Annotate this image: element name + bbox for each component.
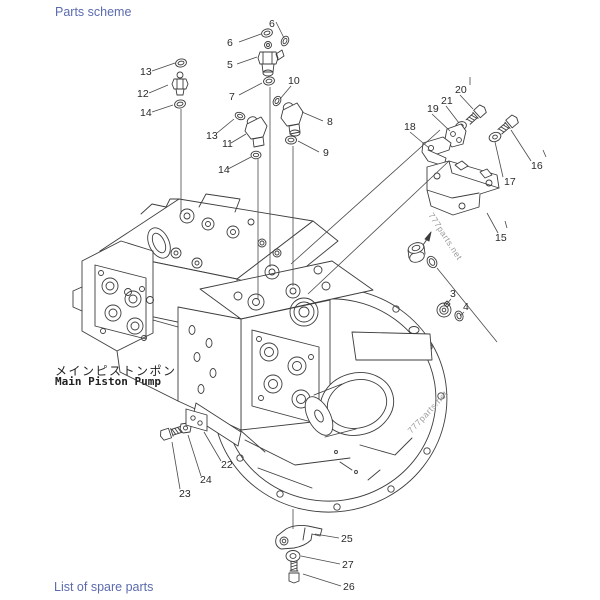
part-label-13[interactable]: 13	[140, 66, 152, 78]
leader-line	[276, 22, 284, 38]
leader-line	[231, 134, 246, 143]
bolt-icon	[289, 561, 299, 583]
leader-line	[505, 221, 507, 228]
part-label-17[interactable]: 17	[504, 176, 516, 188]
part-label-13[interactable]: 13	[206, 130, 218, 142]
part-label-25[interactable]: 25	[341, 533, 353, 545]
leader-line	[152, 63, 175, 71]
part-label-4[interactable]: 4	[463, 301, 469, 313]
leader-line	[291, 130, 440, 264]
leader-line	[217, 119, 234, 133]
leader-line	[239, 34, 261, 42]
part-label-9[interactable]: 9	[323, 147, 329, 159]
leader-line	[228, 157, 251, 169]
leader-line	[302, 112, 323, 121]
part-label-26[interactable]: 26	[343, 581, 355, 593]
part-label-3[interactable]: 3	[450, 288, 456, 300]
leader-line	[487, 213, 498, 233]
leader-line	[204, 432, 221, 461]
leader-line	[149, 85, 168, 93]
part-label-15[interactable]: 15	[495, 232, 507, 244]
top-face-ports	[125, 209, 282, 304]
bolt-icon	[465, 104, 488, 126]
pump-title-japanese: メインピストンポンプ	[55, 364, 190, 378]
leader-line	[239, 83, 262, 95]
hex-plug-icon	[437, 301, 451, 317]
elbow-fitting-icon	[281, 101, 303, 136]
leader-line	[410, 132, 429, 148]
pump-body-drawing	[73, 194, 373, 446]
part-label-5[interactable]: 5	[227, 59, 233, 71]
part-label-14[interactable]: 14	[140, 107, 152, 119]
part-label-14[interactable]: 14	[218, 164, 230, 176]
part-label-27[interactable]: 27	[342, 559, 354, 571]
leader-line	[460, 95, 473, 109]
leader-line	[460, 312, 464, 316]
leader-line	[315, 534, 339, 538]
part-label-11[interactable]: 11	[222, 138, 233, 150]
loose-parts	[159, 28, 520, 583]
part-label-23[interactable]: 23	[179, 488, 191, 500]
part-label-24[interactable]: 24	[200, 474, 212, 486]
leader-line	[495, 142, 503, 177]
part-label-22[interactable]: 22	[221, 459, 233, 471]
shaft-drawing	[299, 364, 400, 443]
leader-line	[543, 150, 546, 157]
o-ring-icon	[174, 28, 465, 322]
flange-internals	[240, 327, 432, 489]
leader-line	[172, 442, 180, 489]
elbow-fitting-icon	[245, 115, 267, 147]
leader-lines	[149, 22, 546, 586]
part-label-6[interactable]: 6	[227, 37, 233, 49]
part-label-12[interactable]: 12	[137, 88, 149, 100]
washer-icon	[286, 551, 300, 562]
valve-fitting-icon	[172, 72, 188, 95]
leader-line	[437, 268, 497, 342]
part-label-8[interactable]: 8	[327, 116, 333, 128]
part-label-7[interactable]: 7	[229, 91, 235, 103]
leader-line	[152, 105, 173, 112]
part-label-21[interactable]: 21	[441, 95, 453, 107]
part-label-10[interactable]: 10	[288, 75, 300, 87]
bracket-icon	[427, 161, 499, 215]
hex-plug-icon	[407, 232, 431, 264]
part-label-6[interactable]: 6	[269, 18, 275, 30]
lever-bracket-icon	[276, 525, 322, 549]
bolt-icon	[497, 114, 520, 136]
spare-parts-link[interactable]: List of spare parts	[54, 580, 154, 594]
part-label-19[interactable]: 19	[427, 103, 439, 115]
leader-line	[511, 130, 531, 161]
bolt-icon	[159, 425, 183, 441]
leader-line	[298, 141, 319, 152]
leader-line	[446, 299, 451, 305]
pump-title-english: Main Piston Pump	[55, 375, 161, 388]
leader-line	[280, 86, 291, 99]
parts-scheme-link[interactable]: Parts scheme	[55, 5, 132, 19]
part-label-18[interactable]: 18	[404, 121, 416, 133]
part-label-20[interactable]: 20	[455, 84, 467, 96]
leader-line	[303, 574, 341, 586]
leader-line	[237, 57, 257, 64]
valve-fitting-icon	[258, 42, 284, 77]
leader-line	[446, 106, 459, 123]
leader-line	[432, 114, 450, 131]
leader-line	[308, 161, 449, 294]
leader-line	[301, 556, 340, 564]
part-label-16[interactable]: 16	[531, 160, 543, 172]
bracket-icon	[422, 137, 451, 166]
watermark-text: 777parts.net	[426, 211, 464, 262]
leader-line	[188, 435, 201, 476]
plate-icon	[186, 409, 207, 431]
